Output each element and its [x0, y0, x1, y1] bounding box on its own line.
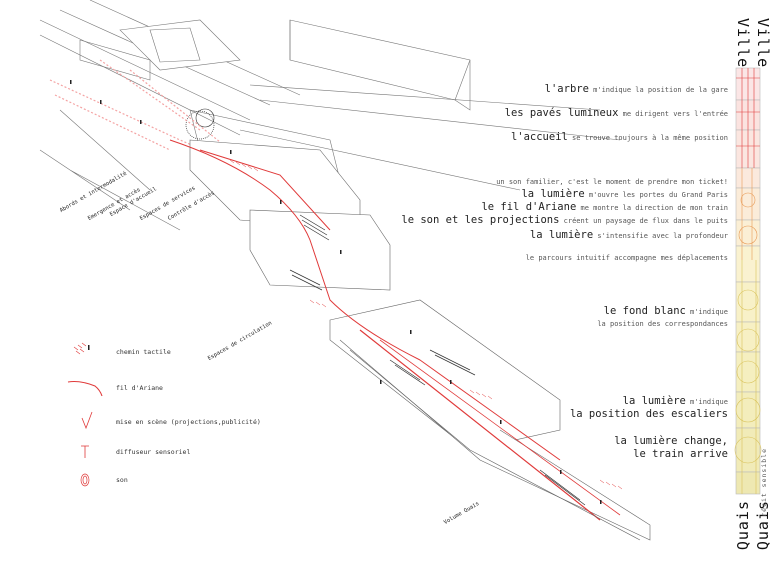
caption-stairs: la lumière m'indique la position des esc…: [569, 395, 728, 420]
sensor-diffuser-icon: [81, 445, 89, 458]
projection-icon: [81, 411, 93, 430]
caption-tree: l'arbre m'indique la position de la gare: [544, 83, 728, 95]
strip-lines: [734, 68, 762, 494]
tactile-path-marks: [229, 159, 623, 490]
escalators: [289, 214, 586, 506]
caption-intuitive: le parcours intuitif accompagne mes dépl…: [525, 254, 728, 262]
station-volumes: [189, 139, 651, 541]
tree-icon: [185, 108, 215, 140]
legend-label: chemin tactile: [116, 348, 171, 356]
legend-label: mise en scène (projections,publicité): [116, 418, 261, 426]
legend-label: fil d'Ariane: [116, 384, 163, 392]
caption-train: la lumière change, le train arrive: [614, 435, 728, 460]
sound-icon: [80, 473, 90, 487]
caption-pavement: les pavés lumineux me dirigent vers l'en…: [504, 107, 728, 119]
top-label-duplicate: Ville: [754, 18, 772, 69]
ariadne-thread-icon: [67, 380, 103, 397]
legend-icons: [67, 342, 103, 487]
people-figures: [70, 80, 602, 504]
ariadne-thread: [169, 139, 561, 461]
bottom-label: Quais: [734, 500, 752, 551]
caption-depth: la lumière s'intensifie avec la profonde…: [529, 229, 728, 241]
legend-label: diffuseur sensoriel: [116, 448, 191, 456]
caption-white-background: le fond blanc m'indique la position des …: [597, 305, 728, 329]
tactile-path-icon: [73, 342, 90, 355]
city-context: [39, 0, 621, 231]
legend-label: son: [116, 476, 128, 484]
side-note: récit sensible: [760, 448, 768, 517]
top-label: Ville: [734, 18, 752, 69]
caption-entry-group: un son familier, c'est le moment de pren…: [401, 178, 728, 226]
caption-welcome: l'accueil se trouve toujours à la même p…: [510, 131, 728, 143]
